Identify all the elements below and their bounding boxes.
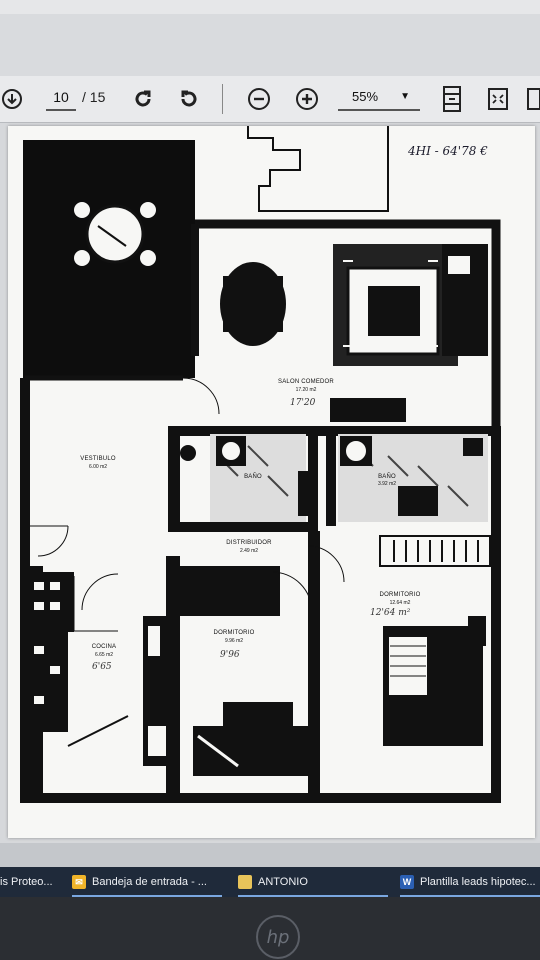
rotate-counterclockwise-icon[interactable] bbox=[176, 86, 202, 112]
room-label-bano-2: BAÑO bbox=[378, 474, 396, 480]
room-area-salon: 17.20 m2 bbox=[295, 387, 317, 393]
room-hand-salon: 17'20 bbox=[290, 398, 316, 408]
pdf-page: 4HI - 64'78 € SALON COMEDOR 17.20 m2 17'… bbox=[8, 126, 535, 838]
room-label-dormitorio-1: DORMITORIO bbox=[379, 592, 421, 598]
page-total: / 15 bbox=[82, 89, 106, 105]
room-label-vestibulo: VESTIBULO bbox=[80, 456, 116, 462]
download-icon[interactable] bbox=[0, 87, 24, 111]
taskbar-active-indicator bbox=[238, 895, 388, 897]
folder-icon bbox=[238, 875, 252, 889]
fit-width-icon[interactable] bbox=[486, 86, 510, 112]
room-area-dormitorio-1: 12.64 m2 bbox=[389, 600, 411, 606]
room-area-dormitorio-2: 9.96 m2 bbox=[224, 638, 244, 644]
pdf-toolbar: 10 / 15 55% ▼ bbox=[0, 76, 540, 123]
terrace-table bbox=[85, 204, 145, 264]
hp-logo: hp bbox=[256, 915, 300, 959]
handwritten-price-note: 4HI - 64'78 € bbox=[408, 144, 488, 158]
browser-top-strip bbox=[0, 0, 540, 15]
room-hand-cocina: 6'65 bbox=[92, 662, 112, 672]
zoom-out-icon[interactable] bbox=[246, 86, 272, 112]
taskbar-active-indicator bbox=[400, 895, 540, 897]
room-label-bano-1: BAÑO bbox=[244, 474, 262, 480]
room-label-dormitorio-2: DORMITORIO bbox=[213, 630, 255, 636]
room-label-salon: SALON COMEDOR bbox=[278, 379, 334, 385]
room-hand-dormitorio-1: 12'64 m² bbox=[370, 608, 411, 618]
room-area-vestibulo: 6.00 m2 bbox=[88, 464, 108, 470]
taskbar-item-label: Bandeja de entrada - ... bbox=[92, 876, 207, 888]
fit-page-icon[interactable] bbox=[440, 84, 464, 114]
page-number-input[interactable]: 10 bbox=[46, 85, 76, 111]
taskbar-item-label: ANTONIO bbox=[258, 876, 308, 888]
taskbar-item-label: is Proteo... bbox=[0, 876, 53, 888]
zoom-value: 55% bbox=[352, 89, 379, 104]
taskbar: is Proteo... ✉ Bandeja de entrada - ... … bbox=[0, 867, 540, 897]
taskbar-item-mail[interactable]: ✉ Bandeja de entrada - ... bbox=[72, 869, 222, 895]
toolbar-divider bbox=[222, 84, 223, 114]
word-icon: W bbox=[400, 875, 414, 889]
room-label-distribuidor: DISTRIBUIDOR bbox=[226, 540, 272, 546]
room-label-cocina: COCINA bbox=[91, 644, 117, 650]
mail-icon: ✉ bbox=[72, 875, 86, 889]
rotate-clockwise-icon[interactable] bbox=[130, 86, 156, 112]
bed-small bbox=[193, 726, 313, 776]
taskbar-item-folder[interactable]: ANTONIO bbox=[238, 869, 388, 895]
tv-unit bbox=[330, 398, 406, 422]
chevron-down-icon: ▼ bbox=[400, 91, 410, 102]
room-hand-dormitorio-2: 9'96 bbox=[220, 650, 240, 660]
wardrobe bbox=[180, 566, 280, 616]
taskbar-item-word[interactable]: W Plantilla leads hipotec... bbox=[400, 869, 540, 895]
room-area-cocina: 6.65 m2 bbox=[94, 652, 114, 658]
history-icon[interactable] bbox=[526, 86, 540, 112]
taskbar-item-label: Plantilla leads hipotec... bbox=[420, 876, 536, 888]
viewer-titlebar bbox=[0, 14, 540, 76]
room-area-bano-2: 3.92 m2 bbox=[377, 481, 397, 487]
monitor-screen: 10 / 15 55% ▼ bbox=[0, 0, 540, 905]
zoom-in-icon[interactable] bbox=[294, 86, 320, 112]
zoom-select[interactable]: 55% ▼ bbox=[338, 85, 420, 111]
taskbar-item-proteo[interactable]: is Proteo... bbox=[0, 869, 64, 895]
room-area-distribuidor: 2.49 m2 bbox=[239, 548, 259, 554]
taskbar-active-indicator bbox=[72, 895, 222, 897]
floor-plan-drawing bbox=[20, 126, 501, 803]
